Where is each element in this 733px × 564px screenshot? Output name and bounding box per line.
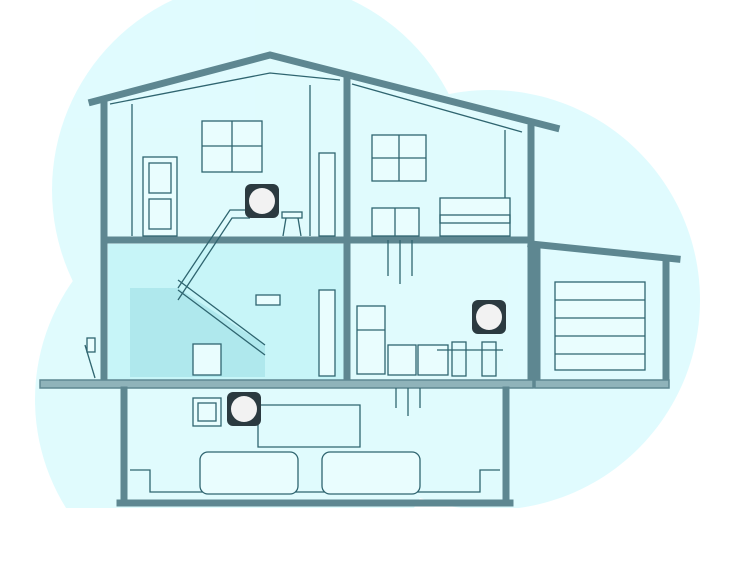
- house-structure: [39, 51, 681, 507]
- mesh-router-icon: [227, 184, 506, 426]
- furniture: [84, 120, 646, 495]
